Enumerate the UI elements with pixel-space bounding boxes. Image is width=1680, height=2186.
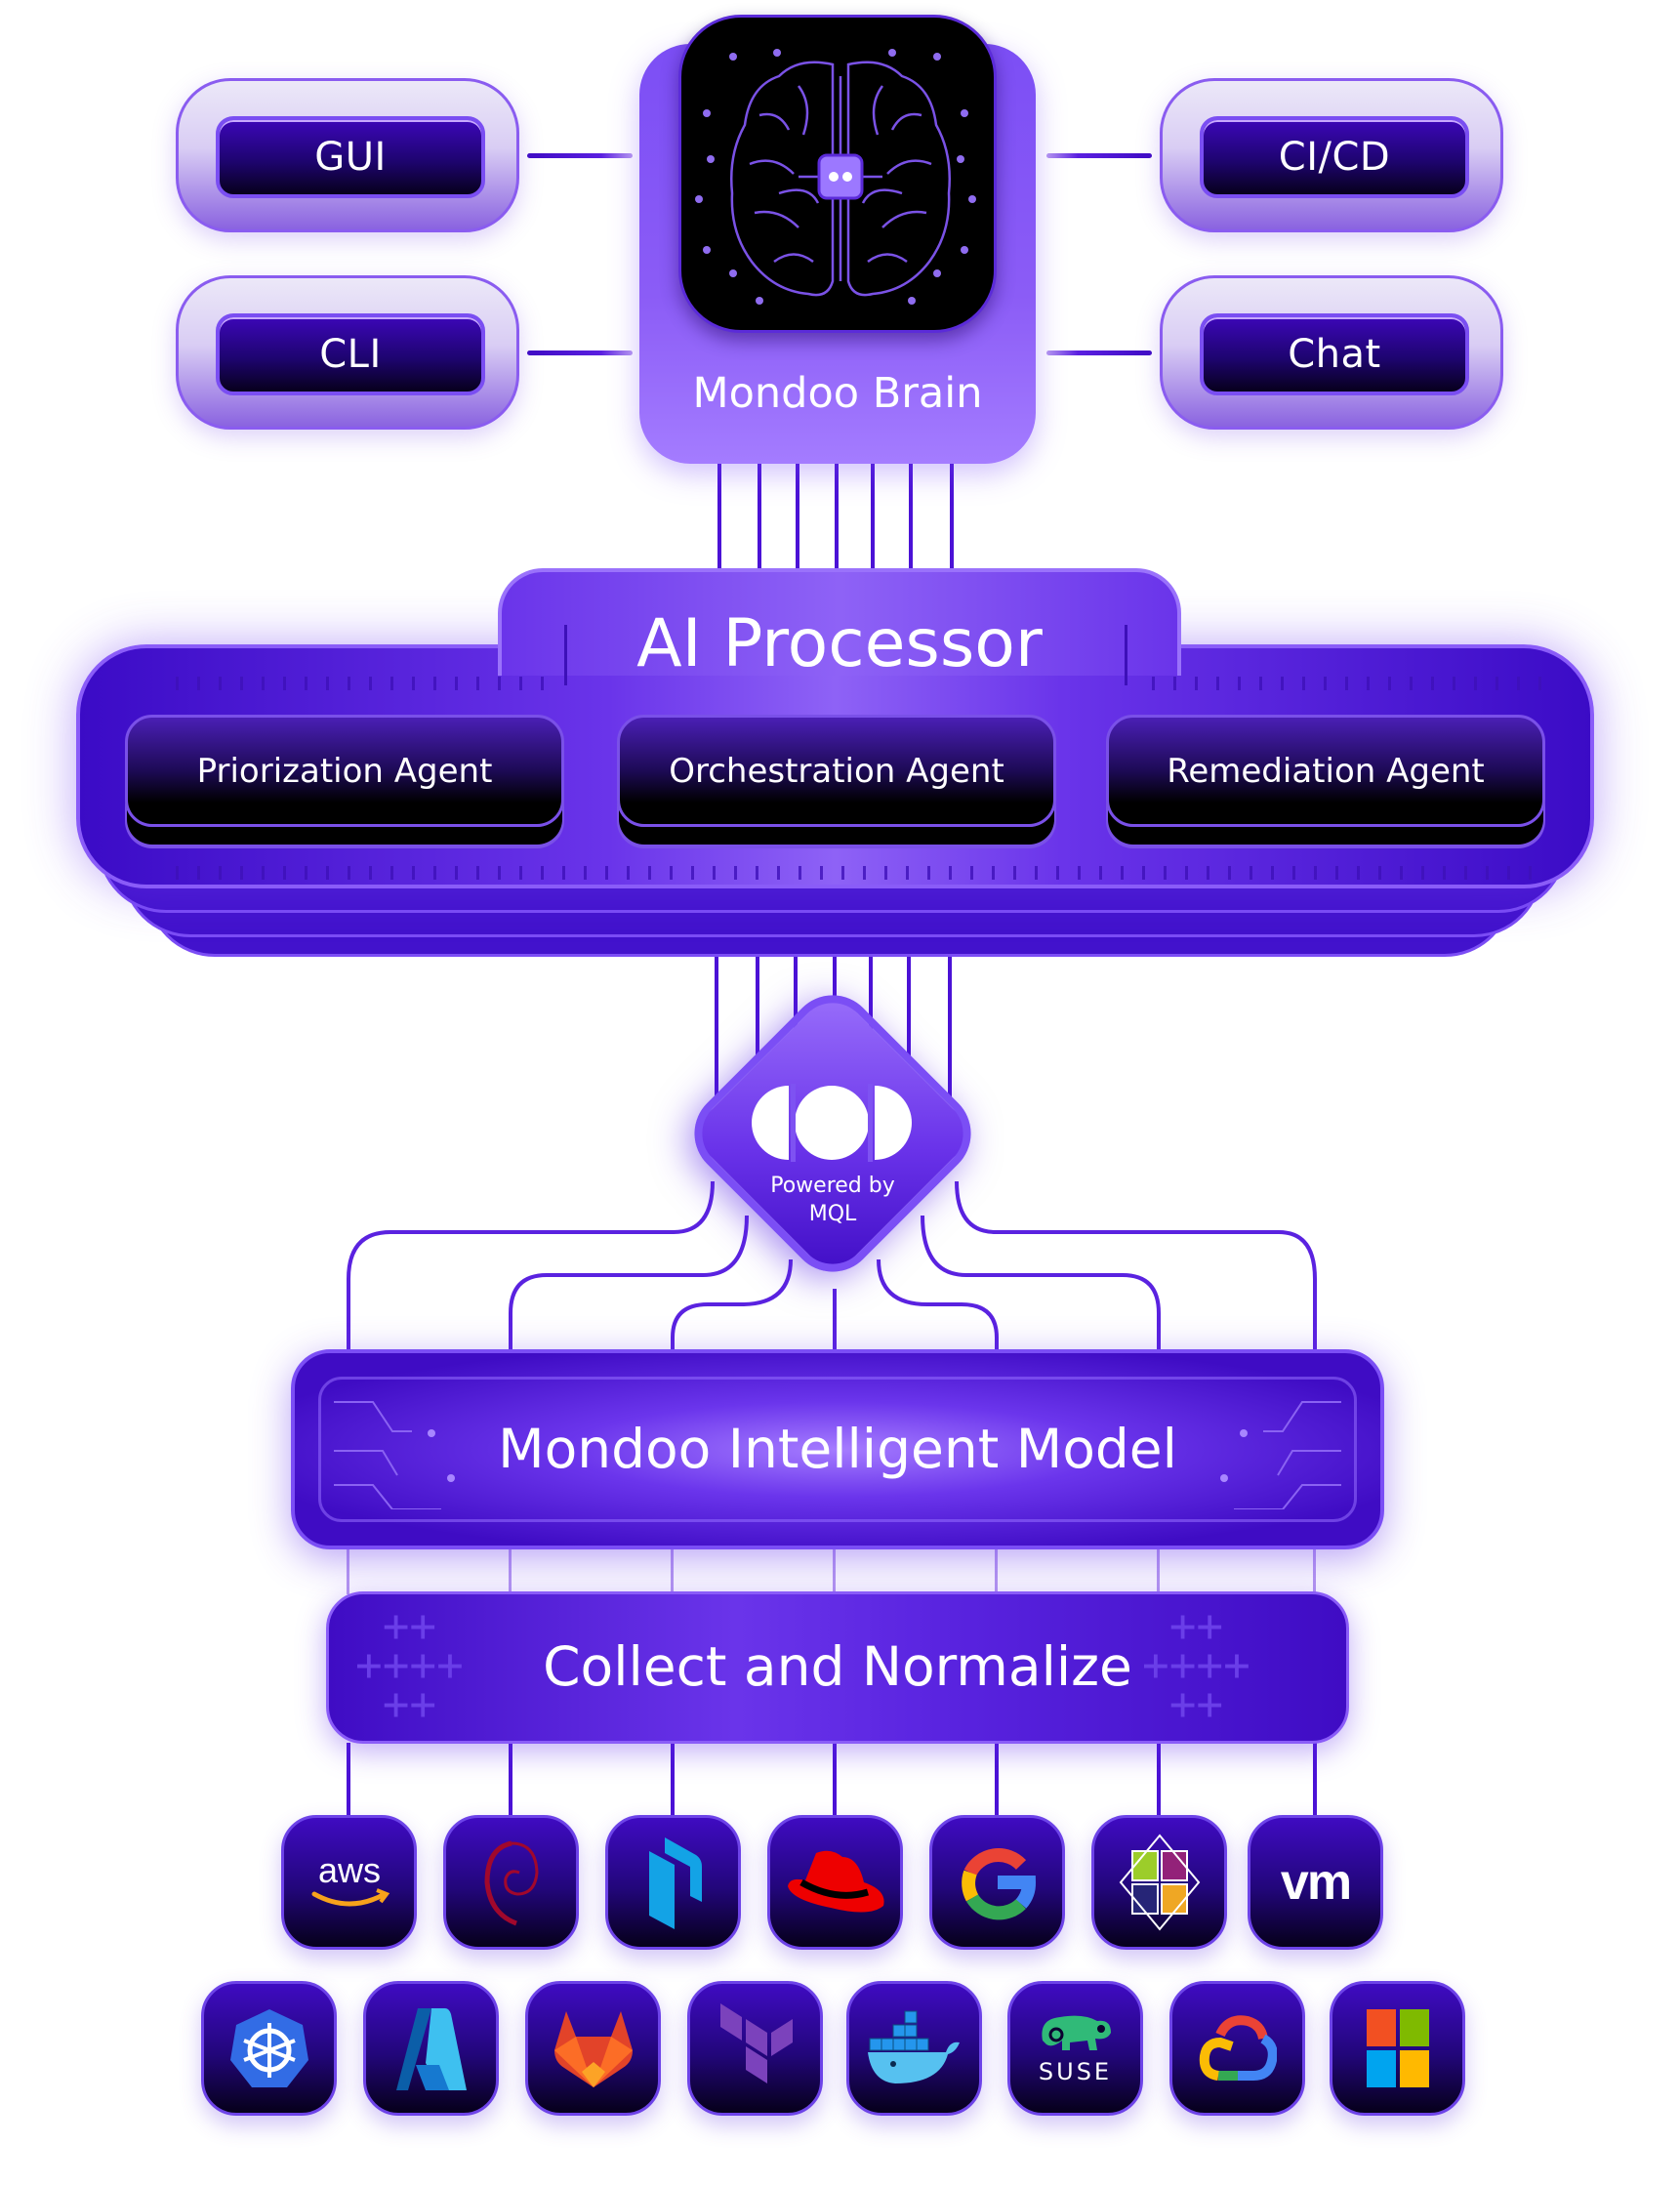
debian-icon <box>483 1840 539 1926</box>
google-icon <box>961 1848 1036 1920</box>
plus-pattern-right: ++++++ ++ <box>1142 1599 1250 1730</box>
tab-divider-right <box>1125 625 1127 685</box>
tile-google[interactable] <box>929 1815 1065 1950</box>
interface-chat[interactable]: Chat <box>1160 275 1503 430</box>
tile-centos[interactable] <box>1091 1815 1227 1950</box>
agent-remediation[interactable]: Remediation Agent <box>1106 715 1545 827</box>
collect-title: Collect and Normalize <box>543 1635 1132 1698</box>
suse-chameleon-icon <box>1041 2015 1111 2050</box>
aws-icon: aws <box>311 1850 389 1907</box>
model-inner-frame <box>318 1377 1357 1522</box>
suse-label: SUSE <box>1038 2058 1113 2085</box>
mql-line1: Powered by <box>770 1174 895 1198</box>
tile-packer[interactable] <box>605 1815 741 1950</box>
tile-gitlab[interactable] <box>525 1981 661 2116</box>
gitlab-icon <box>553 2011 633 2087</box>
interface-cicd-label: CI/CD <box>1200 116 1469 198</box>
redhat-icon <box>787 1850 884 1913</box>
interface-gui-label: GUI <box>216 116 485 198</box>
azure-icon <box>395 2008 467 2090</box>
brain-circuit-icon <box>695 49 976 305</box>
tile-aws[interactable]: aws <box>281 1815 417 1950</box>
tick-marks-top-left <box>176 677 556 690</box>
docker-icon <box>867 2010 960 2083</box>
agent-orchestration[interactable]: Orchestration Agent <box>617 715 1056 827</box>
centos-icon <box>1119 1834 1200 1931</box>
tile-azure[interactable] <box>363 1981 499 2116</box>
model-title: Mondoo Intelligent Model <box>498 1418 1177 1480</box>
tile-debian[interactable] <box>443 1815 579 1950</box>
interface-gui[interactable]: GUI <box>176 78 519 232</box>
ai-processor-tab <box>498 568 1181 676</box>
microsoft-icon <box>1366 2009 1429 2087</box>
tab-divider-left <box>564 625 567 685</box>
connector-gui <box>527 153 633 158</box>
tile-microsoft[interactable] <box>1330 1981 1465 2116</box>
svg-text:aws: aws <box>317 1850 380 1890</box>
tile-docker[interactable] <box>846 1981 982 2116</box>
tile-vmware[interactable]: vm <box>1248 1815 1383 1950</box>
tile-redhat[interactable] <box>767 1815 903 1950</box>
tile-kubernetes[interactable] <box>201 1981 337 2116</box>
interface-cli-label: CLI <box>216 313 485 395</box>
intelligent-model[interactable] <box>291 1349 1384 1549</box>
brain-card <box>678 15 997 333</box>
branch-connectors <box>347 1180 1317 1352</box>
mql-caption: Powered by MQL <box>735 1172 930 1228</box>
vmware-icon: vm <box>1280 1854 1352 1911</box>
tile-suse[interactable]: SUSE <box>1007 1981 1143 2116</box>
terraform-icon <box>719 2003 793 2083</box>
circuit-decoration-right <box>1220 1401 1341 1509</box>
interface-cicd[interactable]: CI/CD <box>1160 78 1503 232</box>
connector-cli <box>527 351 633 355</box>
packer-icon <box>648 1837 702 1929</box>
agent-priorization[interactable]: Priorization Agent <box>125 715 564 827</box>
interface-cli[interactable]: CLI <box>176 275 519 430</box>
mql-line2: MQL <box>808 1202 857 1226</box>
brain-label: Mondoo Brain <box>692 369 983 418</box>
tick-marks-top-right <box>1152 677 1542 690</box>
collect-normalize[interactable] <box>326 1591 1349 1744</box>
google-cloud-icon <box>1199 2015 1277 2081</box>
circuit-decoration-left <box>334 1401 455 1509</box>
interface-chat-label: Chat <box>1200 313 1469 395</box>
mondoo-logo-icon <box>752 1084 912 1162</box>
processor-title: AI Processor <box>636 605 1043 682</box>
tile-google-cloud[interactable] <box>1169 1981 1305 2116</box>
kubernetes-icon <box>229 2009 308 2087</box>
tile-terraform[interactable] <box>687 1981 823 2116</box>
tick-marks-bottom <box>176 866 1542 880</box>
plus-pattern-left: ++++++ ++ <box>355 1599 464 1730</box>
